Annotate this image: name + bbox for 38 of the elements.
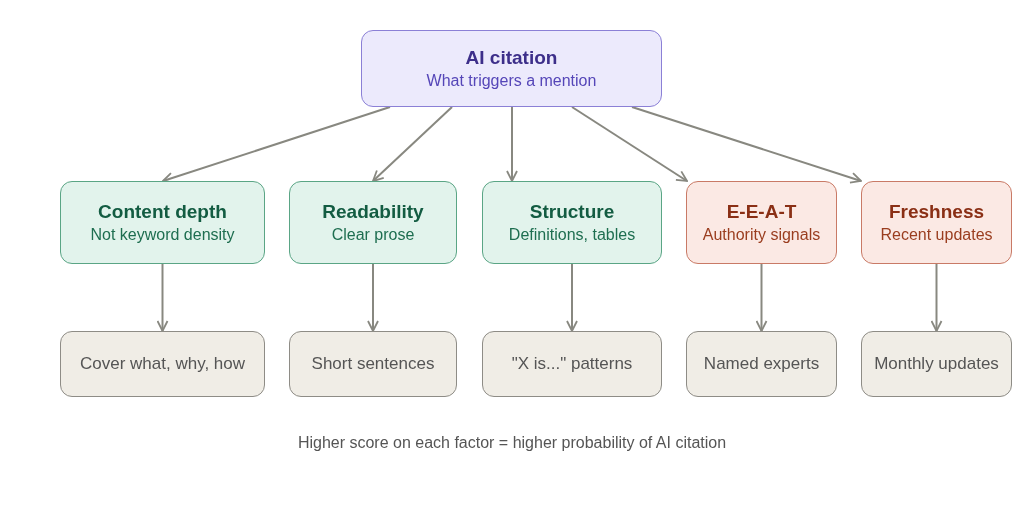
node-title: E-E-A-T bbox=[726, 201, 797, 223]
node-subtitle: What triggers a mention bbox=[426, 72, 597, 90]
detail-text: "X is..." patterns bbox=[511, 354, 633, 374]
node-title: Freshness bbox=[888, 201, 984, 223]
arrow bbox=[631, 106, 862, 184]
detail-box bbox=[289, 331, 457, 397]
node-subtitle: Clear prose bbox=[331, 226, 415, 244]
arrow bbox=[930, 263, 943, 332]
arrow bbox=[372, 106, 453, 182]
detail-text: Named experts bbox=[703, 354, 820, 374]
detail-box bbox=[482, 331, 662, 397]
arrow bbox=[571, 106, 688, 182]
node-subtitle: Recent updates bbox=[880, 226, 993, 244]
root-box bbox=[361, 30, 662, 107]
node-title: Content depth bbox=[98, 201, 227, 223]
node-subtitle: Not keyword density bbox=[90, 226, 235, 244]
detail-box bbox=[60, 331, 265, 397]
detail-box bbox=[861, 331, 1012, 397]
arrow bbox=[156, 263, 169, 332]
arrow bbox=[506, 106, 518, 182]
node-title: AI citation bbox=[465, 47, 558, 69]
factor-box bbox=[686, 181, 837, 264]
arrow bbox=[367, 263, 379, 332]
node-subtitle: Definitions, tables bbox=[508, 226, 636, 244]
factor-box bbox=[482, 181, 662, 264]
node-subtitle: Authority signals bbox=[702, 226, 821, 244]
node-title: Readability bbox=[322, 201, 424, 223]
detail-text: Cover what, why, how bbox=[80, 354, 245, 374]
detail-text: Short sentences bbox=[311, 354, 435, 374]
detail-text: Monthly updates bbox=[874, 354, 999, 374]
factor-box bbox=[60, 181, 265, 264]
arrow bbox=[755, 263, 768, 332]
caption: Higher score on each factor = higher probability of AI citation bbox=[296, 434, 728, 452]
factor-box bbox=[289, 181, 457, 264]
node-title: Structure bbox=[529, 201, 615, 223]
factor-box bbox=[861, 181, 1012, 264]
arrow bbox=[566, 263, 578, 332]
detail-box bbox=[686, 331, 837, 397]
